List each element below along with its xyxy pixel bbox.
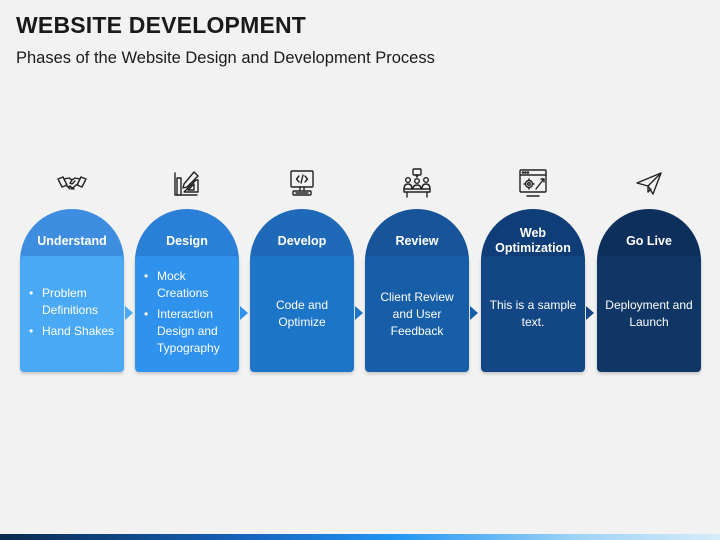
phase-understand: Understand Problem Definitions Hand Shak… [20,168,124,374]
arrow-connector [586,306,594,320]
phase-develop: Develop Code and Optimize [250,168,354,374]
phase-header: Develop [250,209,354,261]
page-subtitle: Phases of the Website Design and Develop… [16,49,435,67]
phase-card: Deployment and Launch [597,256,701,372]
decorative-bottom-bar [0,534,720,540]
list-item: Hand Shakes [29,323,118,340]
phase-description: Client Review and User Feedback [380,289,454,338]
arrow-connector [355,306,363,320]
phase-review: Review Client Review and User Feedback [365,168,469,374]
phase-header: Design [135,209,239,261]
phase-header: Go Live [597,209,701,261]
meeting-review-icon [402,168,432,198]
phase-description: This is a sample text. [489,298,577,329]
list-item: Problem Definitions [29,285,118,319]
handshake-icon [57,168,87,198]
page-title: WEBSITE DEVELOPMENT [16,12,307,38]
phase-description: Deployment and Launch [605,298,693,329]
web-optimization-icon [518,168,548,198]
phase-card: Client Review and User Feedback [365,256,469,372]
list-item: Mock Creations [144,268,233,302]
computer-code-icon [287,168,317,198]
design-tools-icon [172,168,202,198]
phase-card: Code and Optimize [250,256,354,372]
phase-header: Review [365,209,469,261]
phase-header: Understand [20,209,124,261]
phase-description: Code and Optimize [275,298,329,329]
arrow-connector [240,306,248,320]
paper-plane-icon [634,168,664,198]
list-item: Interaction Design and Typography [144,306,233,357]
arrow-connector [470,306,478,320]
phase-card: This is a sample text. [481,256,585,372]
phase-go-live: Go Live Deployment and Launch [597,168,701,374]
phase-design: Design Mock Creations Interaction Design… [135,168,239,374]
phase-card: Problem Definitions Hand Shakes [20,256,124,372]
phase-web-optimization: Web Optimization This is a sample text. [481,168,585,374]
arrow-connector [125,306,133,320]
phase-header: Web Optimization [481,209,585,261]
phase-card: Mock Creations Interaction Design and Ty… [135,256,239,372]
